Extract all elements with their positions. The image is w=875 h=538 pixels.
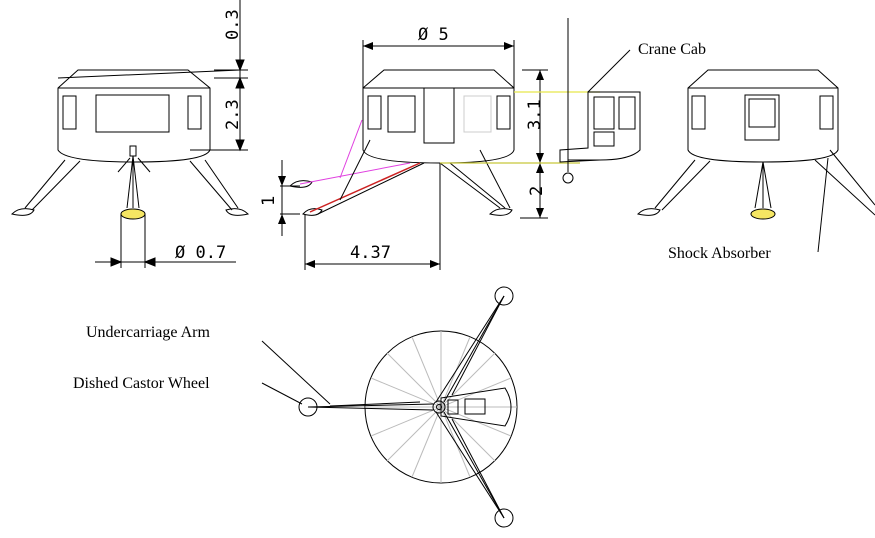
front-view-left (11, 69, 249, 216)
dimension-lines-left (95, 0, 248, 268)
crane-cab (559, 18, 641, 184)
dim-2-3: 2.3 (223, 99, 243, 130)
magenta-arm-1 (299, 162, 411, 185)
dim-2: 2 (527, 186, 547, 196)
label-crane-cab: Crane Cab (638, 41, 706, 58)
black-arm-2 (339, 139, 371, 201)
black-arm (317, 162, 425, 215)
dim-4-37: 4.37 (350, 243, 391, 263)
wheel-right (750, 208, 776, 220)
dim-1: 1 (259, 196, 279, 206)
red-arm (309, 162, 421, 213)
dim-diameter-5: Ø 5 (418, 25, 449, 45)
wheel-left (120, 208, 146, 220)
plan-view (261, 286, 518, 528)
rear-view-right (637, 69, 875, 253)
label-dished-castor-wheel: Dished Castor Wheel (73, 375, 210, 392)
dim-0-3: 0.3 (223, 9, 243, 40)
label-undercarriage-arm: Undercarriage Arm (86, 324, 210, 341)
magenta-arm-2 (339, 119, 363, 179)
dim-wheel-dia: Ø 0.7 (175, 243, 226, 263)
dimension-arrows-middle (278, 42, 544, 268)
side-view-middle (280, 40, 548, 270)
label-shock-absorber: Shock Absorber (668, 245, 771, 262)
dim-3-1: 3.1 (525, 99, 545, 130)
